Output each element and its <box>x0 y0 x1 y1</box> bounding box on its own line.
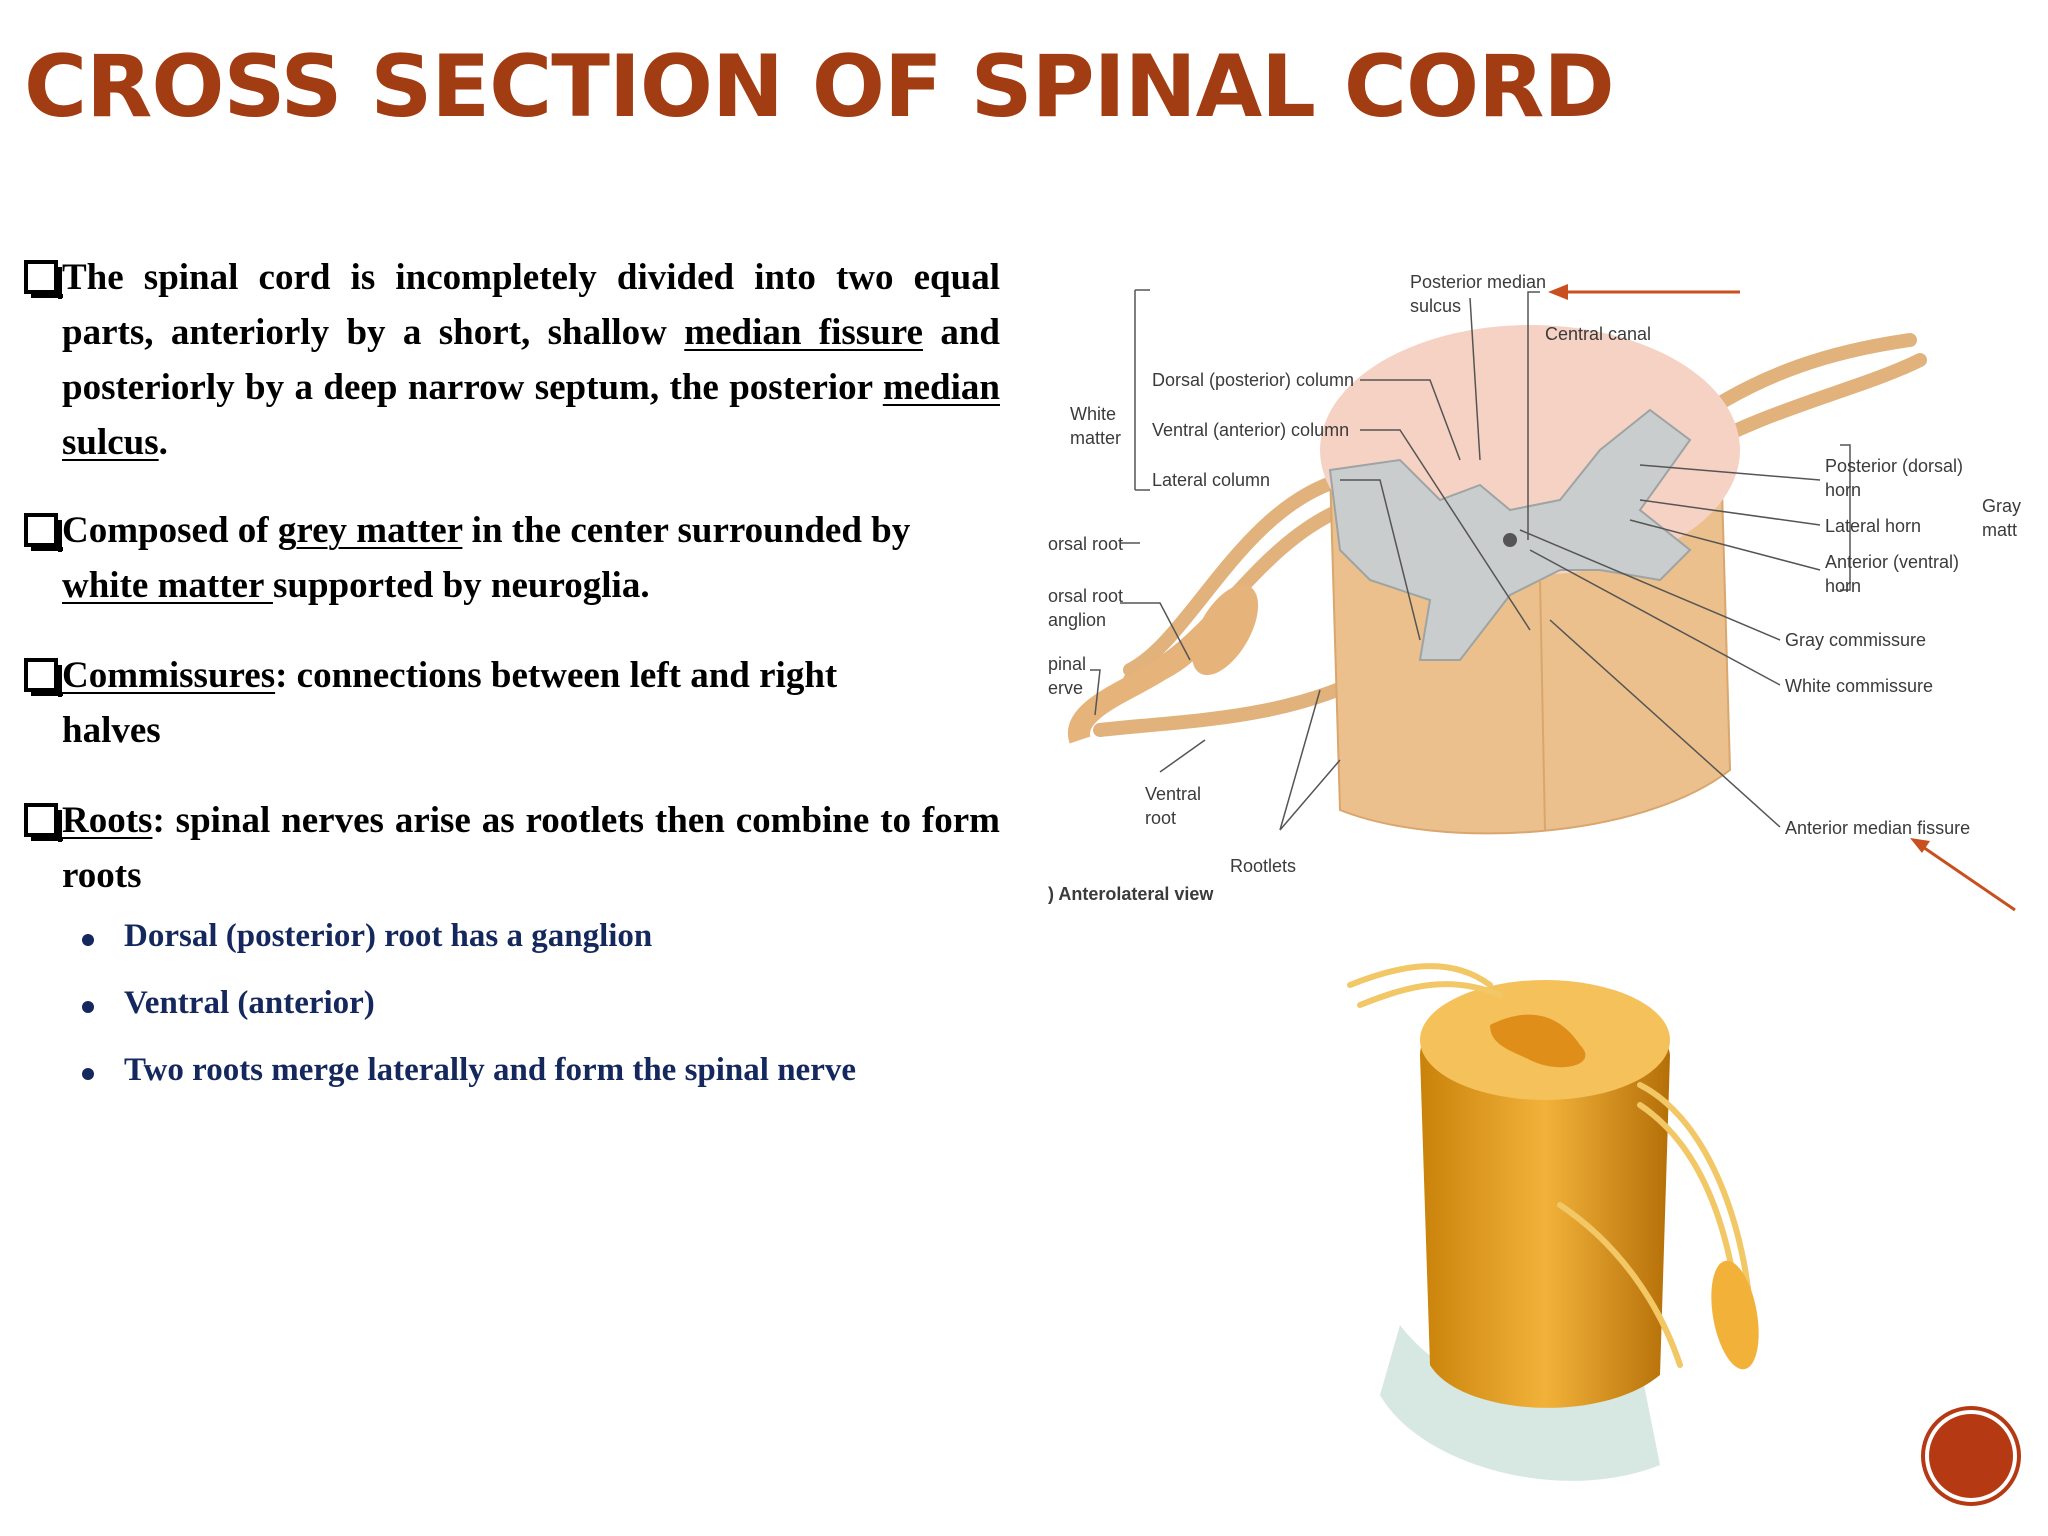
label-view: ) Anterolateral view <box>1048 884 1214 904</box>
label-dorsal-root: orsal root <box>1048 534 1123 554</box>
central-canal <box>1503 533 1517 547</box>
label-ventral-root: root <box>1145 808 1176 828</box>
label-anterior-horn: Anterior (ventral) <box>1825 552 1959 572</box>
label-spinal-nerve: erve <box>1048 678 1083 698</box>
label-white-commissure: White commissure <box>1785 676 1933 696</box>
checkbox-bullet-icon <box>24 803 63 842</box>
checkbox-bullet-icon <box>24 658 63 697</box>
bullet-grey-matter: Composed of grey matter in the center su… <box>24 503 1000 613</box>
term-median-fissure: median fissure <box>684 312 923 353</box>
label-dorsal-column: Dorsal (posterior) column <box>1152 370 1354 390</box>
bullet-median-fissure: The spinal cord is incompletely divided … <box>24 250 1000 470</box>
label-anterior-median-fissure: Anterior median fissure <box>1785 818 1970 838</box>
bullet-dot-icon <box>82 934 94 946</box>
term-roots: Roots <box>62 800 153 841</box>
label-lateral-column: Lateral column <box>1152 470 1270 490</box>
label-lateral-horn: Lateral horn <box>1825 516 1921 536</box>
next-slide-button[interactable] <box>1925 1410 2017 1502</box>
label-white-matter: White <box>1070 404 1116 424</box>
bullet-commissures: Commissures: connections between left an… <box>24 648 1000 758</box>
label-ventral-root: Ventral <box>1145 784 1201 804</box>
spinal-cord-render <box>1347 963 1759 1481</box>
label-gray-matter: matt <box>1982 520 2017 540</box>
checkbox-bullet-icon <box>24 260 63 299</box>
label-dorsal-root-ganglion: orsal root <box>1048 586 1123 606</box>
checkbox-bullet-icon <box>24 513 63 552</box>
bullet-text: Commissures: connections between left an… <box>62 655 838 751</box>
bullet-dot-icon <box>82 1068 94 1080</box>
term-median-sulcus: median sulcus <box>62 367 1000 463</box>
label-posterior-horn: Posterior (dorsal) <box>1825 456 1963 476</box>
spinal-cord-diagram: Posterior median sulcus Central canal Do… <box>1040 250 2040 930</box>
label-ventral-column: Ventral (anterior) column <box>1152 420 1349 440</box>
ganglion-render <box>1711 1260 1759 1370</box>
cord-cylinder <box>1420 998 1670 1408</box>
label-gray-commissure: Gray commissure <box>1785 630 1926 650</box>
gray-matter-region <box>1490 1014 1586 1068</box>
bullet-text: Composed of grey matter in the center su… <box>62 510 911 606</box>
bullet-roots: Roots: spinal nerves arise as rootlets t… <box>24 793 1000 903</box>
term-commissures: Commissures <box>62 655 276 696</box>
label-posterior-horn: horn <box>1825 480 1861 500</box>
bullet-dot-icon <box>82 1001 94 1013</box>
dorsal-root-ganglion <box>1191 584 1259 676</box>
label-posterior-median-sulcus: Posterior median <box>1410 272 1546 292</box>
label-gray-matter: Gray <box>1982 496 2021 516</box>
term-grey-matter: grey matter <box>277 510 463 551</box>
label-white-matter: matter <box>1070 428 1121 448</box>
label-dorsal-root-ganglion: anglion <box>1048 610 1106 630</box>
median-fissure-line <box>1539 579 1546 831</box>
render-nerves <box>1347 963 1753 1368</box>
bullet-text: Roots: spinal nerves arise as rootlets t… <box>62 800 1000 896</box>
pointer-arrows <box>1548 284 2016 912</box>
label-rootlets: Rootlets <box>1230 856 1296 876</box>
label-central-canal: Central canal <box>1545 324 1651 344</box>
term-white-matter: white matter <box>62 565 273 606</box>
label-anterior-horn: horn <box>1825 576 1861 596</box>
slide-title: CROSS SECTION OF SPINAL CORD <box>24 37 1615 137</box>
label-spinal-nerve: pinal <box>1048 654 1086 674</box>
label-posterior-median-sulcus: sulcus <box>1410 296 1461 316</box>
bullet-text: The spinal cord is incompletely divided … <box>62 257 1000 463</box>
leader-lines <box>1090 289 1851 831</box>
